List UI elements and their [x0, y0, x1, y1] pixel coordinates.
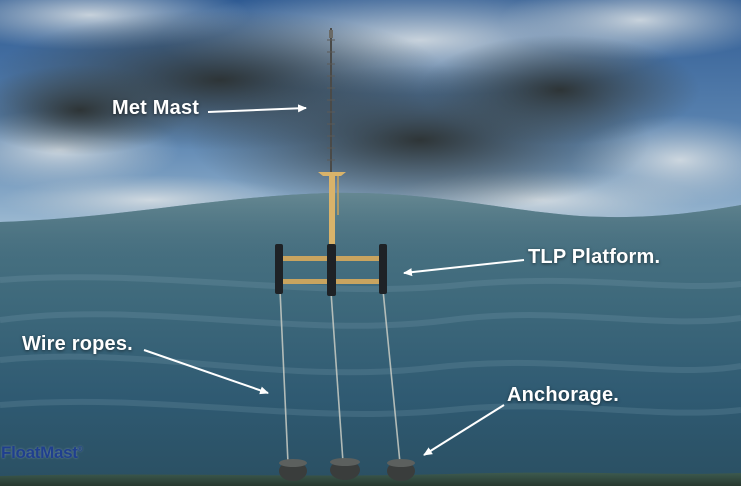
met-mast-label: Met Mast: [112, 97, 200, 119]
met-mast: [318, 28, 346, 247]
tlp-platform-label: TLP Platform.: [528, 246, 661, 268]
sea-floor: [0, 472, 741, 486]
floatmast-logo: FloatMast®: [1, 443, 83, 463]
tlp-platform: [275, 244, 387, 296]
wire-ropes: [279, 289, 401, 464]
water-body: [0, 192, 741, 486]
registered-mark: ®: [77, 446, 83, 454]
water-ripples: [0, 274, 741, 417]
anchorage-label: Anchorage.: [507, 384, 620, 406]
water-surface: [0, 192, 741, 260]
logo-text: FloatMast: [1, 443, 78, 462]
wire-ropes-label: Wire ropes.: [22, 333, 133, 355]
anchors: [279, 458, 415, 481]
callout-arrows: [143, 104, 525, 456]
